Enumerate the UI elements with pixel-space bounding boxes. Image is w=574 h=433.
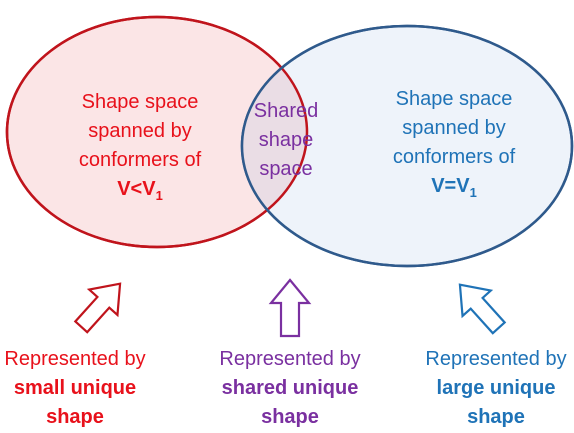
right-set-symbol: V=V1 bbox=[431, 175, 477, 200]
right-set-label: Shape space spanned by conformers of V=V… bbox=[354, 85, 554, 207]
right-set-line-2: spanned by bbox=[402, 117, 506, 139]
caption-middle-line-1: Represented by bbox=[219, 348, 361, 370]
caption-right-line-1: Represented by bbox=[425, 348, 567, 370]
left-set-symbol: V<V1 bbox=[117, 178, 163, 203]
diagonal-up-left-arrow-icon bbox=[458, 283, 507, 335]
caption-left-line-1: Represented by bbox=[4, 348, 146, 370]
caption-left: Represented by small unique shape bbox=[0, 345, 150, 432]
right-set-line-3: conformers of bbox=[392, 146, 516, 168]
caption-middle-line-3: shape bbox=[261, 406, 319, 428]
overlap-line-1: Shared bbox=[253, 100, 319, 122]
left-set-line-2: spanned by bbox=[88, 120, 192, 142]
caption-left-line-2: small unique bbox=[13, 377, 137, 399]
up-arrow-icon bbox=[268, 278, 312, 338]
caption-middle-line-2: shared unique bbox=[221, 377, 359, 399]
overlap-line-3: space bbox=[259, 158, 313, 180]
overlap-line-2: shape bbox=[258, 129, 314, 151]
caption-right-line-2: large unique bbox=[436, 377, 556, 399]
right-set-line-1: Shape space bbox=[395, 88, 513, 110]
left-set-line-1: Shape space bbox=[81, 91, 199, 113]
caption-middle: Represented by shared unique shape bbox=[205, 345, 375, 432]
left-set-label: Shape space spanned by conformers of V<V… bbox=[40, 88, 240, 210]
left-set-line-3: conformers of bbox=[78, 149, 202, 171]
overlap-label: Shared shape space bbox=[236, 97, 336, 184]
caption-right-line-3: shape bbox=[467, 406, 525, 428]
caption-left-line-3: shape bbox=[46, 406, 104, 428]
caption-right: Represented by large unique shape bbox=[418, 345, 574, 432]
diagonal-up-right-arrow-icon bbox=[73, 282, 122, 334]
